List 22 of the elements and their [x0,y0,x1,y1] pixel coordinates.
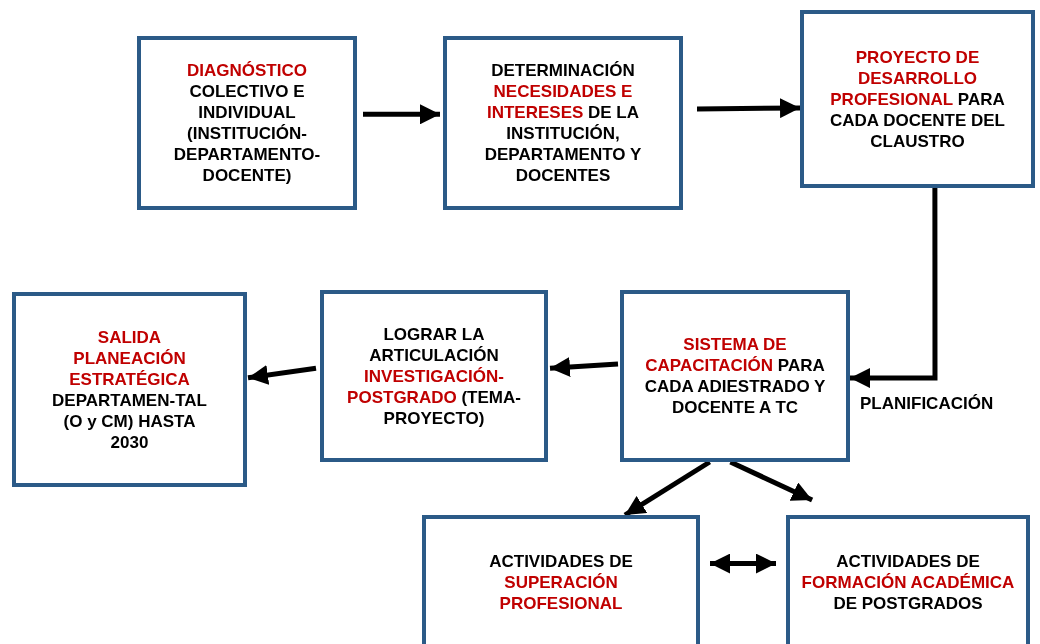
arrow [850,188,938,389]
box-text: DETERMINACIÓN NECESIDADES E INTERESES DE LA INSTITUCIÓN, DEPARTAMENTO Y DOCENTES [483,60,643,186]
arrow [549,357,619,377]
process-box [620,290,850,462]
process-box [422,515,700,644]
box-text: PROYECTO DE DESARROLLO PROFESIONAL PARA CADA DOCENTE DEL CLAUSTRO [828,46,1006,152]
process-box [786,515,1030,644]
arrow [710,553,776,574]
box-text: SISTEMA DE CAPACITACIÓN PARA CADA ADIESTRADO Y DOCENTE A TC [643,334,827,418]
process-box [12,292,247,487]
box-text: SALIDA PLANEACIÓN ESTRATÉGICA DEPARTAMEN-TAL (O y CM) HASTA 2030 [51,326,208,453]
arrow [363,104,440,125]
process-box [320,290,548,462]
box-text: ACTIVIDADES DE SUPERACIÓN PROFESIONAL [488,551,634,614]
arrow [696,98,801,119]
box-text: LOGRAR LA ARTICULACIÓN INVESTIGACIÓN-POSTGRADO (TEMA-PROYECTO) [346,323,522,429]
arrow [247,365,317,385]
box-text: ACTIVIDADES DE FORMACIÓN ACADÉMICA DE POSTGRADOS [800,551,1016,614]
process-box [137,36,357,210]
process-box [443,36,683,210]
process-box [800,10,1035,188]
box-text: DIAGNÓSTICO COLECTIVO E INDIVIDUAL (INSTITUCIÓN-DEPARTAMENTO-DOCENTE) [172,60,322,186]
